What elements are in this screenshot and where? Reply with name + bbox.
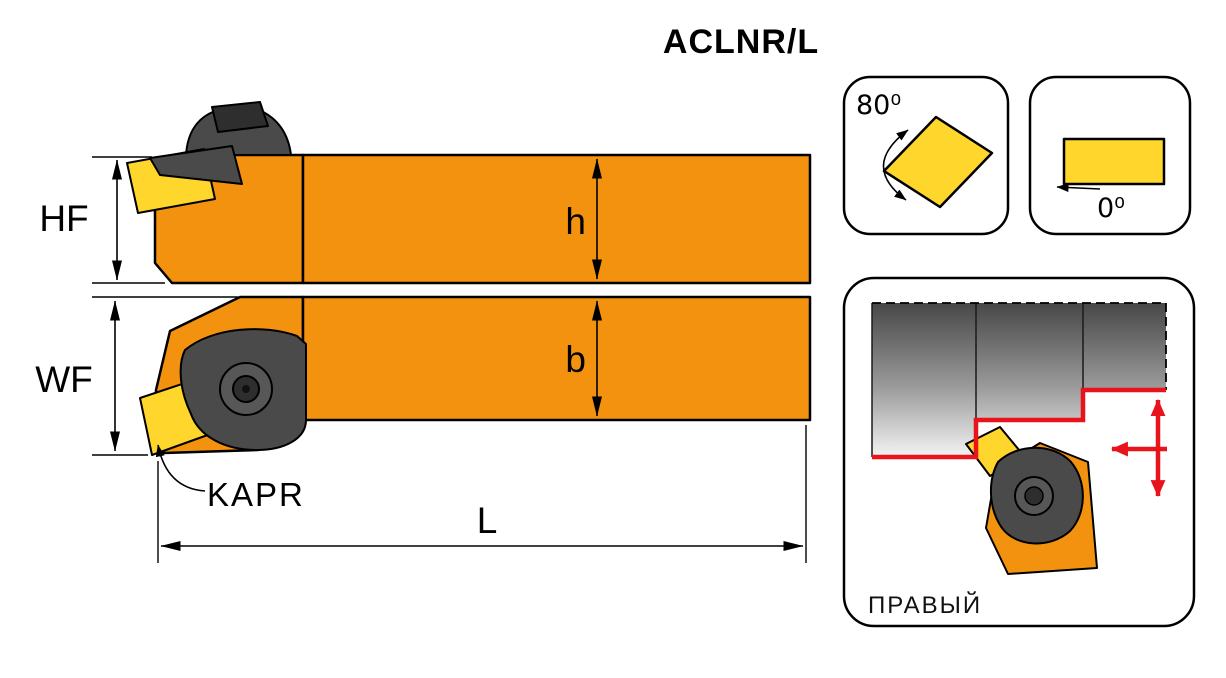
dim-h: h [565, 158, 602, 280]
hf-label: HF [39, 198, 88, 239]
clamp-knob-icon [211, 101, 269, 133]
l-label: L [477, 500, 498, 541]
insert-angle-arc-icon [882, 129, 909, 201]
rake-angle-icon-box: 0⁰ [1028, 75, 1192, 236]
rake-angle-label: 0⁰ [1097, 193, 1125, 224]
dim-wf: WF [35, 296, 238, 456]
application-tool [965, 426, 1098, 575]
clamp-screw-center-icon [242, 385, 250, 393]
plan-view [139, 295, 812, 456]
kapr-label: KAPR [207, 476, 305, 513]
dim-hf: HF [39, 156, 165, 284]
insert-angle-label: 80⁰ [856, 90, 901, 121]
application-box: ПРАВЫЙ [842, 276, 1196, 628]
holder-shank-plan [301, 295, 812, 422]
app-tool-screw-inner-icon [1024, 486, 1044, 506]
machined-profile-line [872, 387, 1166, 460]
dim-kapr: KAPR [155, 444, 305, 513]
insert-shape-icon-box: 80⁰ [842, 75, 1010, 236]
kapr-arrow [155, 444, 206, 492]
rake-pointer-icon [1056, 183, 1101, 193]
hand-label: ПРАВЫЙ [868, 591, 982, 619]
rake-insert-rect-icon [1062, 137, 1166, 186]
h-label: h [565, 201, 586, 242]
diagram-title: ACLNR/L [663, 23, 819, 61]
side-view [126, 101, 812, 285]
workpiece [872, 303, 1166, 457]
dim-l: L [157, 425, 807, 563]
stock-outline-dashed [872, 302, 1167, 390]
dim-b: b [565, 300, 602, 417]
b-label: b [565, 339, 586, 380]
clamp-nose-icon [149, 145, 243, 185]
holder-shank-side [301, 153, 812, 285]
insert-diamond-icon [882, 115, 994, 209]
wf-label: WF [35, 359, 93, 400]
